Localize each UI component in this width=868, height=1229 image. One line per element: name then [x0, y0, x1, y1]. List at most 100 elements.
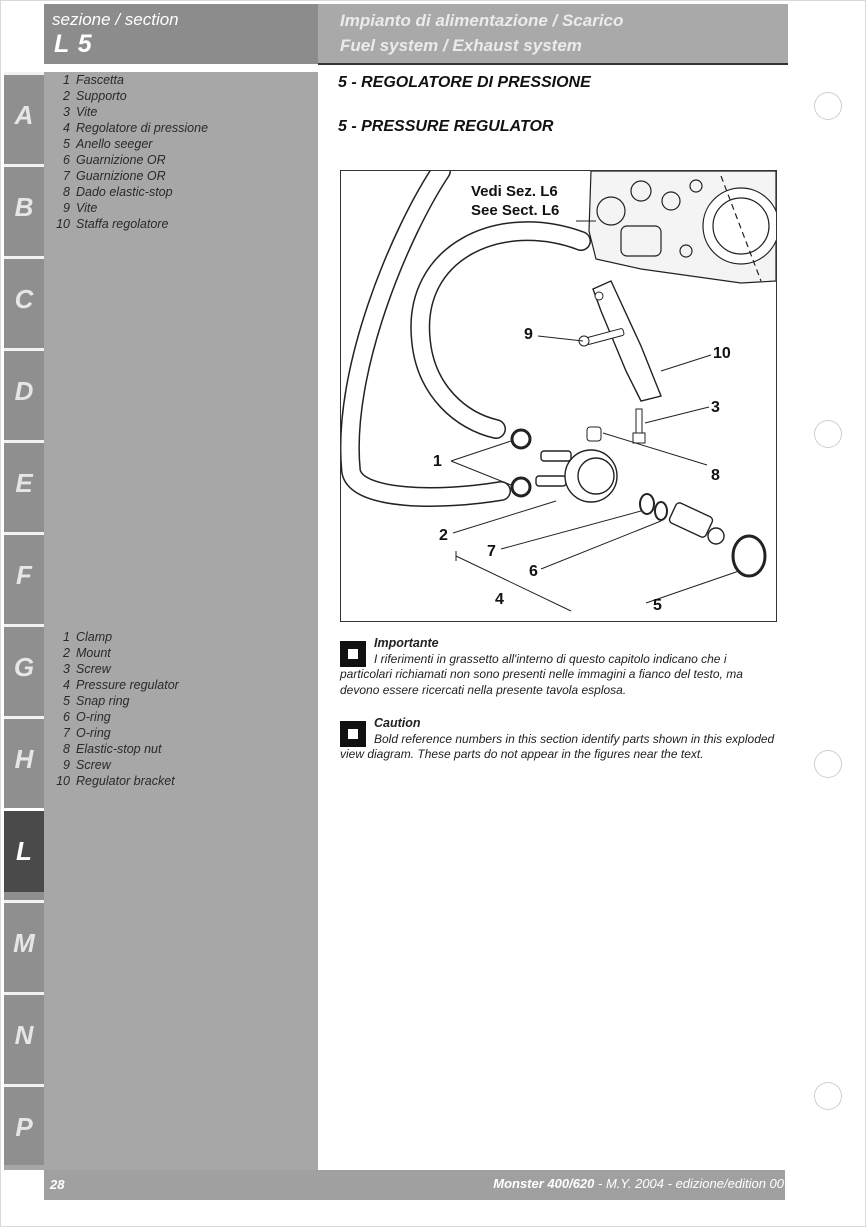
chapter-header-box	[318, 4, 788, 64]
figure-ref-english: See Sect. L6	[471, 202, 560, 219]
part-number: 5	[63, 137, 70, 151]
callout-1: 1	[433, 453, 442, 470]
o-ring-6	[654, 501, 668, 521]
note-important-text: I riferimenti in grassetto all'interno d…	[340, 651, 743, 697]
part-number: 10	[56, 774, 70, 788]
note-important: Importante I riferimenti in grassetto al…	[340, 636, 780, 698]
section-tab-f[interactable]: F	[4, 532, 44, 616]
part-label: Screw	[76, 662, 111, 676]
parts-list-item: 4 Regolatore di pressione	[52, 120, 208, 136]
parts-list-panel	[4, 72, 318, 1165]
parts-list-item: 3 Screw	[52, 661, 179, 677]
part-number: 9	[63, 201, 70, 215]
section-tab-c[interactable]: C	[4, 256, 44, 340]
part-number: 4	[63, 121, 70, 135]
note-caution-text: Bold reference numbers in this section i…	[340, 731, 775, 762]
part-label: Regolatore di pressione	[76, 121, 209, 135]
callout-10: 10	[713, 345, 731, 362]
part-label: Guarnizione OR	[76, 169, 166, 183]
part-label: Screw	[76, 758, 111, 772]
regulator-bracket	[592, 280, 662, 402]
clamp-lower	[510, 476, 532, 498]
footer-bar	[44, 1170, 785, 1200]
part-number: 1	[63, 73, 70, 87]
part-number: 3	[63, 662, 70, 676]
part-label: Staffa regolatore	[76, 217, 169, 231]
footer-edition: - M.Y. 2004 - edizione/edition 00	[594, 1176, 784, 1191]
section-tab-n[interactable]: N	[4, 992, 44, 1076]
parts-list-item: 1 Clamp	[52, 629, 179, 645]
section-label: sezione / section	[52, 10, 179, 29]
parts-list-item: 9 Vite	[52, 200, 208, 216]
section-tab-g[interactable]: G	[4, 624, 44, 708]
part-label: Supporto	[76, 89, 127, 103]
section-tab-b[interactable]: B	[4, 164, 44, 248]
parts-list-item: 2 Supporto	[52, 88, 208, 104]
part-label: O-ring	[76, 726, 111, 740]
section-tab-p[interactable]: P	[4, 1084, 44, 1168]
callout-9: 9	[524, 326, 533, 343]
part-label: Fascetta	[76, 73, 124, 87]
section-tab-m[interactable]: M	[4, 900, 44, 984]
leader-lines	[450, 335, 740, 612]
parts-list-item: 6 O-ring	[52, 709, 179, 725]
section-tab-h[interactable]: H	[4, 716, 44, 800]
part-label: Elastic-stop nut	[76, 742, 162, 756]
callout-8: 8	[711, 467, 720, 484]
section-tab-l[interactable]: L	[4, 808, 44, 892]
screw-3	[632, 408, 646, 444]
part-label: O-ring	[76, 710, 111, 724]
callout-6: 6	[529, 563, 538, 580]
parts-list-item: 1 Fascetta	[52, 72, 208, 88]
section-tab-a[interactable]: A	[4, 72, 44, 156]
part-label: Vite	[76, 201, 98, 215]
parts-list-item: 2 Mount	[52, 645, 179, 661]
chapter-title-it: Impianto di alimentazione / Scarico	[340, 11, 624, 30]
exploded-diagram	[339, 161, 780, 612]
page-number: 28	[50, 1177, 65, 1192]
figure-ref-italian: Vedi Sez. L6	[471, 183, 558, 200]
binder-hole	[814, 420, 842, 448]
part-number: 2	[63, 646, 70, 660]
part-number: 10	[56, 217, 70, 231]
section-tab-d[interactable]: D	[4, 348, 44, 432]
callout-3: 3	[711, 399, 720, 416]
note-caution: Caution Bold reference numbers in this s…	[340, 716, 780, 763]
chapter-title-en: Fuel system / Exhaust system	[340, 36, 582, 55]
part-label: Clamp	[76, 630, 113, 644]
nut-8	[586, 426, 602, 442]
important-icon	[340, 641, 366, 667]
part-label: Guarnizione OR	[76, 153, 166, 167]
callout-5: 5	[653, 597, 662, 614]
section-header-box	[44, 4, 318, 64]
snap-ring-5	[731, 534, 767, 578]
part-number: 8	[63, 185, 70, 199]
header-rule	[318, 63, 788, 65]
screw-9	[578, 328, 625, 347]
part-label: Vite	[76, 105, 98, 119]
callout-7: 7	[487, 543, 496, 560]
part-number: 7	[63, 726, 70, 740]
part-label: Mount	[76, 646, 111, 660]
part-number: 2	[63, 89, 70, 103]
pressure-regulator	[535, 449, 618, 503]
parts-list-item: 7 O-ring	[52, 725, 179, 741]
binder-hole	[814, 750, 842, 778]
throttle-body-drawing	[588, 170, 780, 284]
title-english: 5 - PRESSURE REGULATOR	[338, 118, 554, 135]
title-italian: 5 - REGOLATORE DI PRESSIONE	[338, 74, 591, 91]
note-caution-heading: Caution	[374, 716, 421, 730]
part-number: 8	[63, 742, 70, 756]
part-number: 1	[63, 630, 70, 644]
part-number: 6	[63, 710, 70, 724]
section-tab-e[interactable]: E	[4, 440, 44, 524]
